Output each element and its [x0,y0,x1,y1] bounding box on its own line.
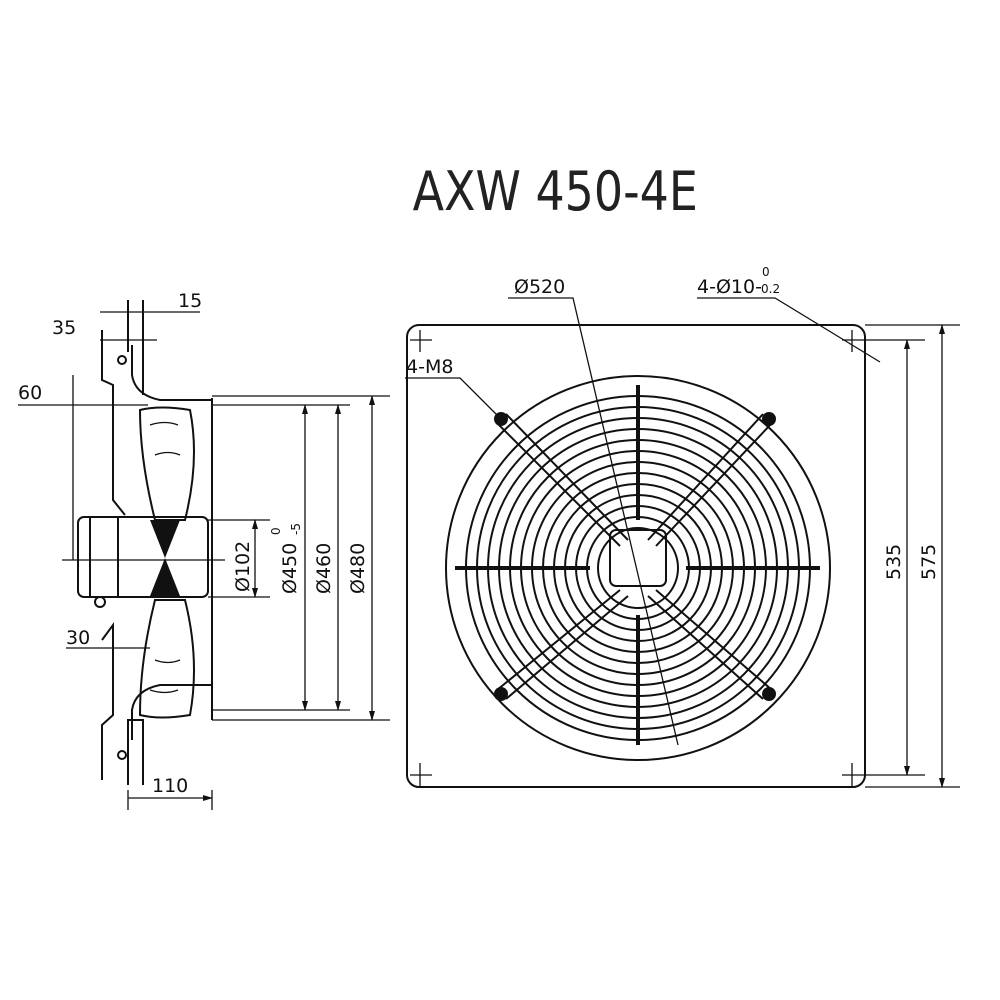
fan-blade [138,406,195,719]
side-view: 15 35 60 30 110 Ø102 Ø450 0 -5 Ø460 Ø480 [18,290,390,810]
motor-hub [609,529,667,587]
dim-575: 575 [918,544,940,580]
dia-520: Ø520 [514,276,565,298]
holes-tol-lower: 0.2 [761,282,780,296]
dia-480: Ø480 [347,543,369,594]
guard-ring [597,527,679,609]
dim-110: 110 [152,775,188,797]
motor-body [77,516,209,598]
dia-460: Ø460 [313,543,335,594]
holes-tol-upper: 0 [762,265,770,279]
bolts-spec: 4-M8 [406,356,453,378]
square-plate [406,324,866,788]
hub [150,520,180,596]
dim-30: 30 [66,627,90,649]
dia-450: Ø450 [279,543,301,594]
dim-15: 15 [178,290,202,312]
guard-spokes [496,413,773,700]
dim-60: 60 [18,382,42,404]
dia-102: Ø102 [232,541,254,592]
corner-holes [410,330,864,787]
holes-spec: 4-Ø10- [697,276,762,298]
dim-535: 535 [883,544,905,580]
front-view: Ø520 4-Ø10- 0 0.2 4-M8 535 575 [405,265,960,788]
mounting-plate-profile [101,300,144,785]
dia-450-tol-upper: 0 [269,527,283,535]
bolt-points [494,412,776,701]
outer-ring [445,375,831,761]
drawing-title: AXW 450-4E [412,160,698,223]
dim-35: 35 [52,317,76,339]
dia-450-tol-lower: -5 [289,523,303,535]
